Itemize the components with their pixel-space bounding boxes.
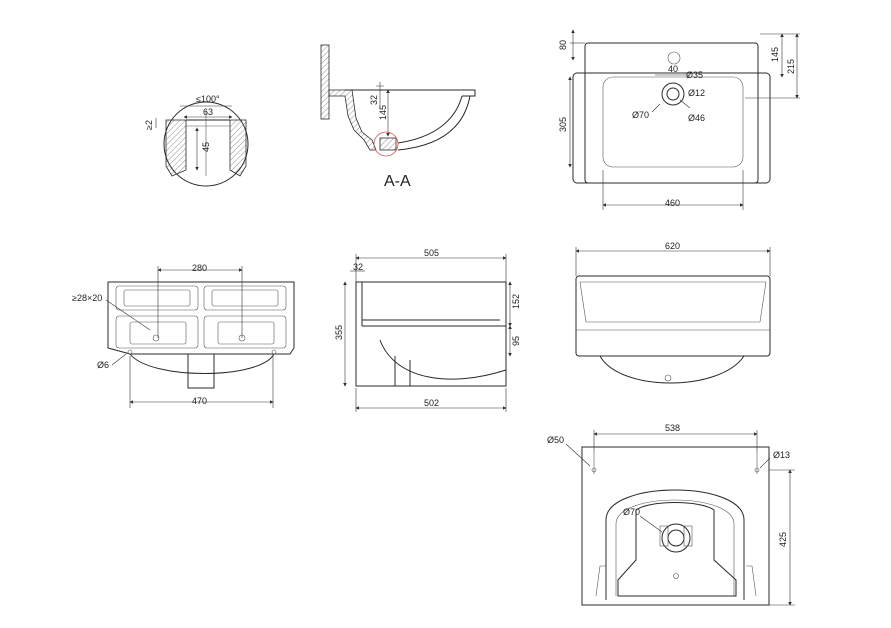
side-dim-95: 95 [511, 336, 521, 346]
top-dim-145: 145 [770, 47, 780, 62]
front-dim-470: 470 [192, 396, 207, 406]
top-view: 80 145 215 40 Ø35 Ø12 Ø70 Ø46 305 460 [558, 29, 800, 210]
top-dia-46: Ø46 [688, 113, 705, 123]
side-dim-355: 355 [334, 325, 344, 340]
bottom-dim-425: 425 [778, 532, 788, 547]
top-dia-70: Ø70 [632, 110, 649, 120]
detail-angle-label: ≤100° [196, 94, 220, 104]
bottom-dia-70: Ø70 [623, 507, 640, 517]
top-dim-80: 80 [558, 40, 568, 50]
section-title: A-A [384, 173, 411, 190]
side-dim-152: 152 [511, 294, 521, 309]
detail-height-label: 45 [201, 142, 211, 152]
detail-rim-label: ≥2 [144, 120, 154, 130]
section-offset-label: 32 [369, 95, 379, 105]
front-slot-label: ≥28×20 [72, 293, 102, 303]
side-dim-502: 502 [424, 398, 439, 408]
rear-dim-620: 620 [665, 241, 680, 251]
side-dim-505: 505 [424, 248, 439, 258]
detail-view-overflow: ≤100° 63 45 ≥2 [144, 94, 249, 187]
bottom-dia-13: Ø13 [773, 450, 790, 460]
section-depth-label: 145 [378, 105, 388, 120]
bottom-dim-538: 538 [665, 423, 680, 433]
top-dim-460: 460 [665, 198, 680, 208]
bottom-dia-50: Ø50 [547, 435, 564, 445]
top-dim-215: 215 [786, 59, 796, 74]
top-dim-40: 40 [668, 64, 678, 74]
front-dim-280: 280 [192, 263, 207, 273]
front-view: 280 ≥28×20 Ø6 470 [72, 263, 295, 408]
bottom-view: 538 Ø50 Ø13 Ø70 425 [547, 423, 795, 606]
rear-view: 620 [575, 241, 771, 384]
top-dia-35: Ø35 [686, 70, 703, 80]
side-view: 505 32 152 355 95 502 [334, 248, 521, 412]
top-dim-305: 305 [558, 117, 568, 132]
side-dim-32: 32 [353, 262, 363, 272]
section-a-a: 32 145 A-A [320, 44, 476, 190]
detail-width-label: 63 [203, 107, 213, 117]
front-dia-6: Ø6 [97, 360, 109, 370]
top-dia-12: Ø12 [688, 88, 705, 98]
